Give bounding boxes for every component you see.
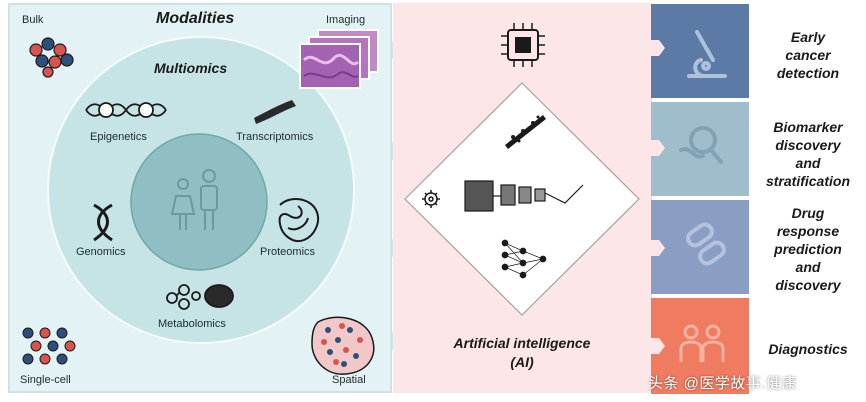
outcome-line: prediction (774, 241, 842, 257)
microscope-icon (687, 30, 727, 78)
proteomics-label: Proteomics (260, 246, 316, 258)
outcome-drug-response: Drug response prediction and discovery (753, 204, 863, 294)
outcome-diagnostics: Diagnostics (753, 340, 863, 358)
outcome-icons (651, 30, 727, 362)
outcome-early-cancer-detection: Early cancer detection (753, 28, 863, 82)
people-icon (170, 169, 218, 230)
outcome-line: response (776, 223, 840, 239)
ai-title-line1: Artificial intelligence (453, 335, 591, 351)
metabolomics-icon (166, 284, 234, 310)
genomics-label: Genomics (76, 246, 126, 258)
outcome-biomarker-discovery: Biomarker discovery and stratification (753, 118, 863, 190)
bulk-label: Bulk (22, 14, 44, 26)
ai-title: Artificial intelligence (AI) (393, 334, 651, 372)
metabolomics-label: Metabolomics (158, 318, 226, 330)
pills-icon (686, 222, 726, 266)
imaging-label: Imaging (326, 14, 366, 26)
watermark: 头条 @医学故事.健康 (648, 375, 798, 392)
outcome-line: Diagnostics (768, 341, 848, 357)
spatial-label: Spatial (332, 374, 366, 386)
tile-early-detection (651, 4, 749, 98)
single-cell-label: Single-cell (20, 374, 71, 386)
genomics-icon (93, 203, 113, 242)
outcome-line: stratification (765, 173, 850, 189)
tile-drug-response (651, 200, 749, 294)
single-cell-icon (22, 327, 76, 365)
epigenetics-label: Epigenetics (90, 131, 147, 143)
patients-icon (679, 324, 725, 362)
outcome-line: Biomarker (773, 119, 843, 135)
epigenetics-icon (85, 102, 167, 118)
ai-title-line2: (AI) (510, 354, 534, 370)
cnn-icon (464, 180, 584, 212)
spatial-icon (311, 316, 375, 375)
transcriptomics-label: Transcriptomics (236, 131, 314, 143)
outcome-line: Early (790, 29, 826, 45)
neural-network-icon (501, 239, 547, 279)
outcome-line: discovery (775, 277, 841, 293)
bulk-cells-icon (29, 37, 74, 78)
outcome-line: and (795, 259, 821, 275)
outcome-line: cancer (785, 47, 831, 63)
gear-icon (422, 190, 440, 208)
proteomics-icon (278, 198, 320, 242)
outcome-line: Drug (791, 205, 825, 221)
outcome-line: discovery (775, 137, 841, 153)
ai-chip-icon (501, 23, 545, 67)
scatter-icon (505, 115, 546, 149)
outcome-line: detection (776, 65, 840, 81)
tile-biomarker (651, 102, 749, 196)
biomarker-search-icon (679, 126, 723, 164)
tile-notches (651, 40, 665, 354)
transcriptomics-icon (254, 100, 296, 124)
multiomics-inner-circle (130, 133, 268, 271)
multiomics-title: Multiomics (154, 60, 228, 76)
ai-graphics (404, 23, 640, 316)
outcome-line: and (795, 155, 821, 171)
modalities-title: Modalities (156, 10, 235, 27)
imaging-slides-icon (299, 29, 379, 89)
